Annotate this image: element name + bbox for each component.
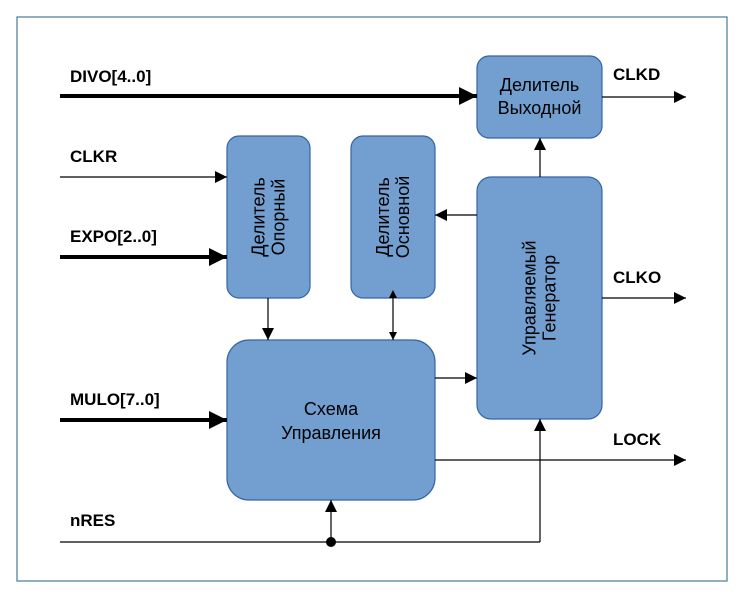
main-divider-line1: Делитель [373, 177, 393, 257]
output-divider-block: Делитель Выходной [476, 55, 603, 139]
clkd-label: CLKD [613, 65, 660, 84]
output-divider-line1: Делитель [500, 75, 580, 95]
divo-label: DIVO[4..0] [70, 67, 151, 86]
clkr-label: CLKR [70, 147, 117, 166]
reference-divider-line1: Делитель [249, 177, 269, 257]
control-circuit-line1: Схема [304, 399, 359, 419]
lock-label: LOCK [613, 430, 662, 449]
control-circuit-line2: Управления [281, 423, 381, 443]
reference-divider-line2: Опорный [269, 179, 289, 256]
output-divider-line2: Выходной [498, 98, 582, 118]
clko-label: CLKO [613, 268, 661, 287]
diagram-frame [16, 16, 728, 582]
expo-label: EXPO[2..0] [70, 227, 157, 246]
controlled-generator-block: Управляемый Генератор [476, 176, 603, 420]
nres-junction-dot [326, 537, 336, 547]
main-divider-line2: Основной [393, 176, 413, 259]
controlled-generator-line1: Управляемый [520, 240, 540, 355]
control-circuit-block: Схема Управления [226, 339, 436, 501]
reference-divider-block: Делитель Опорный [226, 135, 311, 299]
mulo-label: MULO[7..0] [70, 390, 160, 409]
nres-label: nRES [70, 511, 115, 530]
main-divider-block: Делитель Основной [350, 135, 436, 299]
controlled-generator-line2: Генератор [540, 255, 560, 341]
